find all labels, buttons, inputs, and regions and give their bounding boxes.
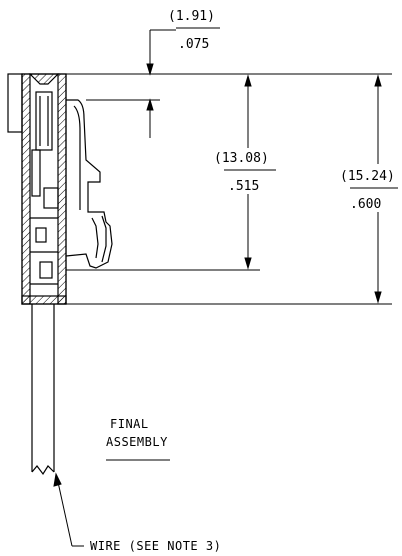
dim-tab-height-mm: (13.08) — [214, 151, 269, 166]
wire-note-label: WIRE (SEE NOTE 3) — [90, 539, 221, 553]
dimension-overall-height — [374, 74, 382, 304]
dimension-tab-height — [244, 74, 252, 270]
dim-overall-height-inch: .600 — [350, 197, 381, 212]
wire-note-leader — [53, 472, 84, 547]
final-assembly-label-line2: ASSEMBLY — [106, 435, 168, 449]
dim-top-offset-inch: .075 — [178, 37, 209, 52]
extension-lines — [66, 73, 392, 305]
dimension-top-offset — [146, 29, 176, 138]
dim-overall-height-mm: (15.24) — [340, 169, 395, 184]
dim-top-offset-mm: (1.91) — [168, 9, 215, 24]
wire — [31, 304, 55, 476]
latch-tab — [65, 99, 113, 269]
housing-section — [7, 73, 67, 305]
dim-tab-height-inch: .515 — [228, 179, 259, 194]
final-assembly-label-line1: FINAL — [110, 417, 149, 431]
